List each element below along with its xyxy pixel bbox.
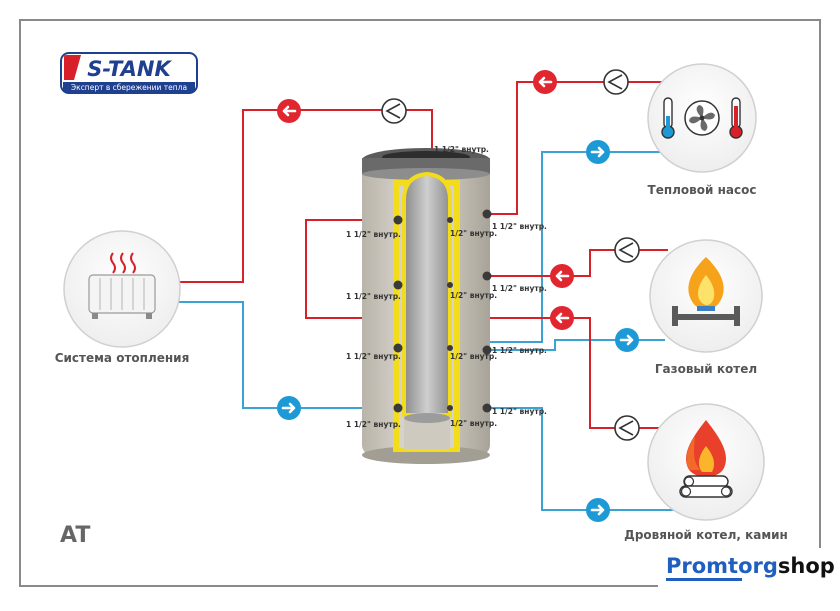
port-label-left-3: 1 1/2" внутр. (346, 352, 401, 361)
port-label-right-2: 1 1/2" внутр. (492, 284, 547, 293)
port-label-inner-4: 1/2" внутр. (450, 419, 497, 428)
heating-system-device (63, 230, 181, 348)
hot-flow-markers (277, 70, 574, 330)
pump-icon (603, 69, 629, 95)
label-wood-boiler: Дровяной котел, камин (624, 528, 788, 542)
pipe-gas-return (487, 339, 665, 351)
watermark-part2: shop (778, 554, 835, 578)
pipe-heating-supply (175, 109, 433, 283)
label-gas-boiler: Газовый котел (655, 362, 757, 376)
hot-arrow-icon (550, 264, 574, 288)
pump-icon (614, 237, 640, 263)
port-label-inner-2: 1/2" внутр. (450, 291, 497, 300)
cold-arrow-icon (615, 328, 639, 352)
label-heating-system: Система отопления (55, 351, 190, 365)
watermark-part1: Promtorg (666, 554, 778, 578)
gas-flame-icon (672, 257, 740, 326)
pump-icon (381, 98, 407, 124)
fire-icon (686, 420, 726, 477)
pipe-wood-return (487, 407, 680, 511)
radiator-icon (88, 252, 156, 319)
promtorgshop-watermark: Promtorgshop (658, 548, 835, 588)
cold-thermometer-icon (661, 97, 675, 139)
tank-ports (393, 209, 492, 413)
port-labels: 1 1/2" внутр. 1 1/2" внутр. 1 1/2" внутр… (346, 145, 547, 429)
pipe-heating-return (160, 301, 398, 409)
cold-arrow-icon (586, 498, 610, 522)
fan-icon (684, 100, 720, 136)
port-label-left-2: 1 1/2" внутр. (346, 292, 401, 301)
buffer-tank (362, 148, 490, 464)
port-label-right-4: 1 1/2" внутр. (492, 407, 547, 416)
logo-tagline: Эксперт в сбережении тепла (71, 83, 187, 92)
logs-icon (679, 475, 733, 498)
hot-arrow-icon (550, 306, 574, 330)
svg-text:Promtorgshop: Promtorgshop (666, 554, 835, 578)
hot-arrow-icon (277, 99, 301, 123)
cold-flow-markers (277, 140, 639, 522)
port-label-top: 1 1/2" внутр. (434, 145, 489, 154)
label-heat-pump: Тепловой насос (648, 183, 757, 197)
gas-boiler-device (649, 239, 763, 353)
wood-boiler-device (647, 403, 765, 521)
port-label-left-1: 1 1/2" внутр. (346, 230, 401, 239)
cold-arrow-icon (277, 396, 301, 420)
pipe-heatpump-supply (487, 81, 662, 215)
hot-thermometer-icon (729, 97, 743, 139)
logo-brand: S-TANK (87, 57, 172, 81)
port-label-inner-1: 1/2" внутр. (450, 229, 497, 238)
pump-icon (614, 415, 640, 441)
port-label-inner-3: 1/2" внутр. (450, 352, 497, 361)
pipes (160, 81, 680, 511)
cold-arrow-icon (586, 140, 610, 164)
port-label-right-3: 1 1/2" внутр. (492, 346, 547, 355)
model-label: AT (60, 523, 90, 548)
pumps (381, 69, 640, 441)
port-label-left-4: 1 1/2" внутр. (346, 420, 401, 429)
port-label-right-1: 1 1/2" внутр. (492, 222, 547, 231)
heat-pump-device (647, 63, 757, 173)
hot-arrow-icon (533, 70, 557, 94)
s-tank-logo: S-TANK Эксперт в сбережении тепла (60, 52, 198, 94)
